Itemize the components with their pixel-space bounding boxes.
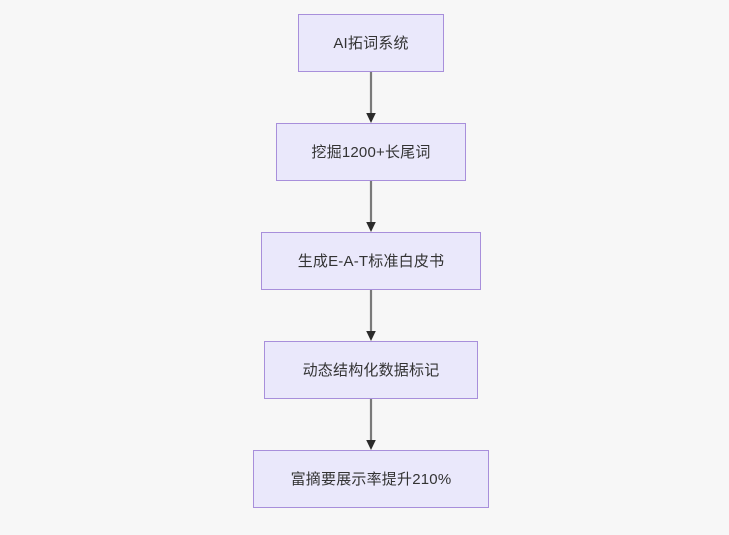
flow-node-ai-keyword-system[interactable]: AI拓词系统 <box>298 14 444 72</box>
flow-node-generate-eat-whitepaper[interactable]: 生成E-A-T标准白皮书 <box>261 232 481 290</box>
arrowhead-icon <box>366 113 376 123</box>
flow-connector-3 <box>365 290 377 341</box>
flow-node-label: 富摘要展示率提升210% <box>290 470 452 488</box>
flow-node-dynamic-structured-data[interactable]: 动态结构化数据标记 <box>264 341 478 399</box>
flow-node-rich-snippet-uplift[interactable]: 富摘要展示率提升210% <box>253 450 489 508</box>
flow-node-label: 挖掘1200+长尾词 <box>311 143 431 161</box>
flow-node-label: AI拓词系统 <box>333 34 409 52</box>
arrowhead-icon <box>366 331 376 341</box>
arrowhead-icon <box>366 222 376 232</box>
arrowhead-icon <box>366 440 376 450</box>
flow-node-mine-longtail-keywords[interactable]: 挖掘1200+长尾词 <box>276 123 466 181</box>
flow-node-label: 生成E-A-T标准白皮书 <box>297 252 445 270</box>
flow-connector-1 <box>365 72 377 123</box>
flow-connector-2 <box>365 181 377 232</box>
flow-node-label: 动态结构化数据标记 <box>302 361 440 379</box>
flow-connector-4 <box>365 399 377 450</box>
